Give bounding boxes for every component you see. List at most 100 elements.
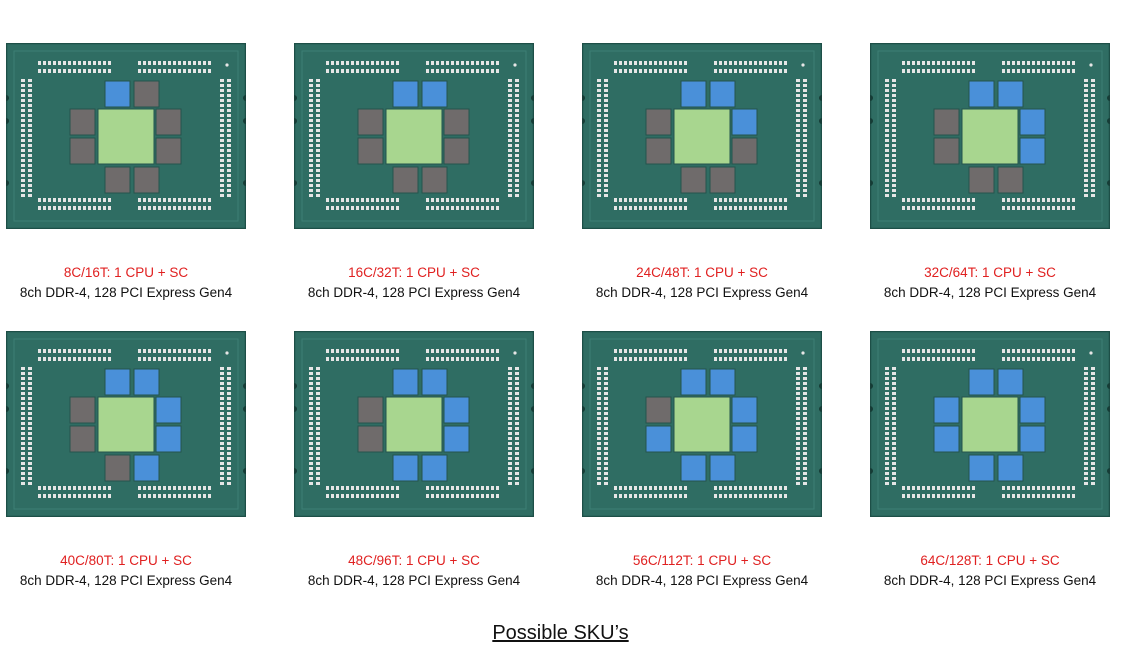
dummy-die (357, 137, 384, 165)
chip-package (582, 331, 822, 517)
cpu-die (645, 425, 672, 453)
cpu-die (1019, 425, 1046, 453)
sku-spec: 8ch DDR-4, 128 PCI Express Gen4 (595, 573, 809, 588)
dummy-die (443, 137, 470, 165)
cpu-die (1019, 396, 1046, 424)
chip-package (294, 331, 534, 517)
sku-spec: 8ch DDR-4, 128 PCI Express Gen4 (595, 285, 809, 300)
cpu-die (1019, 108, 1046, 136)
dummy-die (357, 108, 384, 136)
contact-pads (597, 349, 807, 498)
cpu-die (731, 108, 758, 136)
cpu-die (731, 396, 758, 424)
cpu-die (933, 425, 960, 453)
io-die (385, 396, 443, 453)
cpu-die (421, 80, 448, 108)
io-die (385, 108, 443, 165)
sku-card: 48C/96T: 1 CPU + SC 8ch DDR-4, 128 PCI Ex… (294, 331, 534, 588)
chip-package (870, 331, 1110, 517)
dummy-die (69, 108, 96, 136)
chip-package (6, 43, 246, 229)
sku-card: 56C/112T: 1 CPU + SC 8ch DDR-4, 128 PCI E… (582, 331, 822, 588)
cpu-die (933, 396, 960, 424)
dummy-die (933, 108, 960, 136)
sku-title: 48C/96T: 1 CPU + SC (348, 553, 480, 568)
dummy-die (69, 425, 96, 453)
io-die (961, 108, 1019, 165)
cpu-die (709, 454, 736, 482)
sku-spec: 8ch DDR-4, 128 PCI Express Gen4 (19, 285, 233, 300)
cpu-die (709, 368, 736, 396)
sku-spec: 8ch DDR-4, 128 PCI Express Gen4 (307, 285, 521, 300)
cpu-die (680, 454, 707, 482)
dummy-die (155, 137, 182, 165)
dummy-die (357, 425, 384, 453)
io-die (97, 396, 155, 453)
io-die (97, 108, 155, 165)
dummy-die (680, 166, 707, 194)
dummy-die (133, 80, 160, 108)
footer-title: Possible SKU’s (492, 622, 629, 644)
chip-package (870, 43, 1110, 229)
dummy-die (731, 137, 758, 165)
contact-pads (21, 61, 231, 210)
dummy-die (392, 166, 419, 194)
cpu-die (392, 454, 419, 482)
sku-title: 8C/16T: 1 CPU + SC (63, 265, 189, 280)
sku-card: 8C/16T: 1 CPU + SC 8ch DDR-4, 128 PCI Exp… (6, 43, 246, 300)
cpu-die (968, 368, 995, 396)
dummy-die (357, 396, 384, 424)
dummy-die (443, 108, 470, 136)
dummy-die (709, 166, 736, 194)
cpu-die (104, 368, 131, 396)
dummy-die (69, 396, 96, 424)
sku-title: 16C/32T: 1 CPU + SC (348, 265, 480, 280)
io-die (673, 396, 731, 453)
dummy-die (997, 166, 1024, 194)
dummy-die (645, 108, 672, 136)
cpu-die (133, 368, 160, 396)
dummy-die (155, 108, 182, 136)
sku-card: 24C/48T: 1 CPU + SC 8ch DDR-4, 128 PCI Ex… (582, 43, 822, 300)
sku-card: 16C/32T: 1 CPU + SC 8ch DDR-4, 128 PCI Ex… (294, 43, 534, 300)
sku-title: 24C/48T: 1 CPU + SC (636, 265, 768, 280)
sku-card: 32C/64T: 1 CPU + SC 8ch DDR-4, 128 PCI Ex… (870, 43, 1110, 300)
cpu-die (997, 80, 1024, 108)
io-die (673, 108, 731, 165)
cpu-die (421, 368, 448, 396)
contact-pads (885, 349, 1095, 498)
cpu-die (731, 425, 758, 453)
chip-package (6, 331, 246, 517)
cpu-die (680, 80, 707, 108)
io-die (961, 396, 1019, 453)
cpu-die (680, 368, 707, 396)
sku-title: 64C/128T: 1 CPU + SC (920, 553, 1060, 568)
dummy-die (133, 166, 160, 194)
dummy-die (104, 166, 131, 194)
cpu-die (104, 80, 131, 108)
cpu-die (968, 454, 995, 482)
chip-package (294, 43, 534, 229)
sku-title: 32C/64T: 1 CPU + SC (924, 265, 1056, 280)
dummy-die (645, 137, 672, 165)
dummy-die (69, 137, 96, 165)
contact-pads (309, 349, 519, 498)
dummy-die (968, 166, 995, 194)
cpu-die (443, 396, 470, 424)
cpu-die (133, 454, 160, 482)
cpu-die (392, 368, 419, 396)
sku-spec: 8ch DDR-4, 128 PCI Express Gen4 (883, 285, 1097, 300)
sku-card: 64C/128T: 1 CPU + SC 8ch DDR-4, 128 PCI E… (870, 331, 1110, 588)
dummy-die (421, 166, 448, 194)
cpu-die (1019, 137, 1046, 165)
sku-spec: 8ch DDR-4, 128 PCI Express Gen4 (307, 573, 521, 588)
dummy-die (933, 137, 960, 165)
contact-pads (597, 61, 807, 210)
sku-spec: 8ch DDR-4, 128 PCI Express Gen4 (883, 573, 1097, 588)
contact-pads (309, 61, 519, 210)
chip-package (582, 43, 822, 229)
cpu-die (155, 396, 182, 424)
dummy-die (104, 454, 131, 482)
sku-title: 56C/112T: 1 CPU + SC (632, 553, 772, 568)
